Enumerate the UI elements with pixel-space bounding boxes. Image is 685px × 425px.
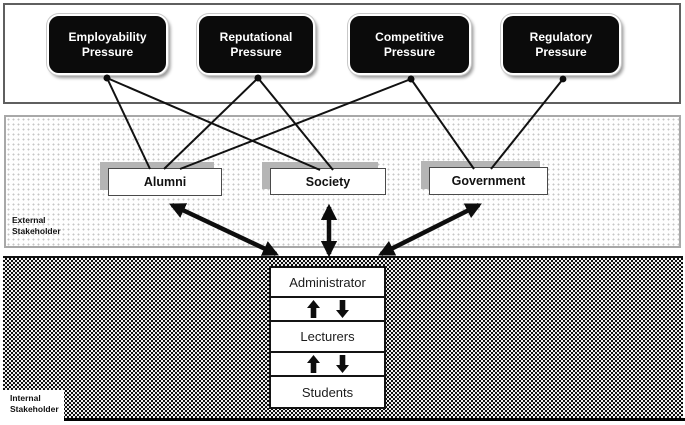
node-government: Government	[421, 161, 548, 195]
pressure-box-regulatory: Regulatory Pressure	[501, 14, 621, 75]
bottom-border-line	[0, 418, 685, 421]
pressure-label: Reputational Pressure	[219, 29, 293, 59]
node-students: Students	[269, 375, 386, 409]
node-society: Society	[262, 162, 386, 195]
external-section-label: External Stakeholder	[12, 215, 61, 236]
node-administrator: Administrator	[269, 266, 386, 298]
node-alumni-box: Alumni	[108, 168, 222, 196]
pressure-box-reputational: Reputational Pressure	[197, 14, 315, 75]
node-alumni: Alumni	[100, 162, 222, 196]
node-society-box: Society	[270, 168, 386, 195]
admin-lecturer-exchange	[269, 296, 386, 322]
node-lecturers: Lecturers	[269, 320, 386, 353]
lecturer-student-exchange	[269, 351, 386, 377]
up-arrow-icon	[306, 300, 320, 318]
down-arrow-icon	[335, 300, 349, 318]
up-arrow-icon	[306, 355, 320, 373]
pressure-box-competitive: Competitive Pressure	[348, 14, 471, 75]
down-arrow-icon	[335, 355, 349, 373]
node-government-box: Government	[429, 167, 548, 195]
internal-section-label: Internal Stakeholder	[10, 393, 59, 414]
pressure-label: Employability Pressure	[68, 29, 147, 59]
pressure-label: Competitive Pressure	[375, 29, 444, 59]
internal-stack: Administrator Lecturers Students	[269, 266, 386, 409]
pressure-label: Regulatory Pressure	[529, 29, 593, 59]
pressure-box-employability: Employability Pressure	[47, 14, 168, 75]
internal-section-label-box: Internal Stakeholder	[0, 390, 64, 425]
